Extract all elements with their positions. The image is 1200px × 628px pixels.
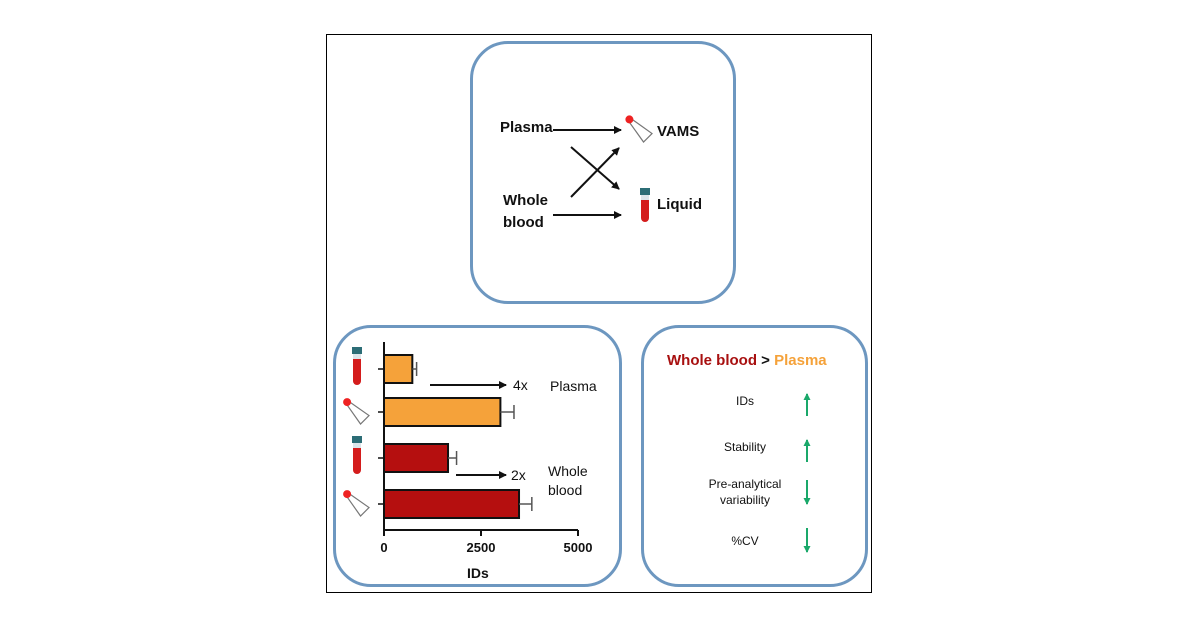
bar-whole-blood-vams	[383, 489, 521, 519]
arrow-blood-vams	[570, 147, 620, 198]
tube-icon	[640, 188, 650, 222]
error-bar-plasma-liquid	[412, 362, 418, 376]
sample-flow-panel: Plasma Whole blood VAMS Liquid	[470, 41, 736, 304]
vams-icon	[343, 490, 370, 517]
flow-arrows	[553, 115, 653, 222]
liquid-dest-label: Liquid	[657, 196, 702, 213]
bar-plasma-liquid	[383, 354, 414, 384]
fold-label-plasma: 4x	[513, 377, 528, 393]
plasma-source-label: Plasma	[500, 119, 553, 136]
error-bar-whole-blood-vams	[519, 497, 533, 511]
fold-label-whole-blood: 2x	[511, 467, 526, 483]
trend-arrows	[803, 393, 811, 553]
summary-item-ids: IDs	[736, 394, 754, 408]
bar-plasma-vams	[383, 397, 502, 427]
group-label-plasma: Plasma	[550, 378, 597, 394]
graphical-abstract: Plasma Whole blood VAMS Liquid 0 2500 5000…	[326, 34, 872, 593]
vams-dest-label: VAMS	[657, 123, 700, 140]
summary-panel: Whole blood > Plasma IDs Stability Pre-a…	[641, 325, 868, 587]
group-label-whole-blood: Whole blood	[548, 463, 588, 498]
error-bar-plasma-vams	[500, 405, 515, 419]
summary-item-stability: Stability	[723, 440, 767, 454]
arrow-plasma-liquid	[570, 146, 620, 190]
tube-icon	[352, 436, 362, 474]
whole-blood-source-label: Whole blood	[503, 192, 548, 231]
x-tick-label: 0	[380, 540, 387, 555]
ids-bar-chart: 0 2500 5000	[343, 342, 593, 555]
ids-chart-panel: 0 2500 5000 4x 2x Plasma Whole blood IDs	[333, 325, 622, 587]
x-tick-label: 2500	[467, 540, 496, 555]
tube-icon	[352, 347, 362, 385]
summary-item-variability: Pre-analytical variability	[708, 477, 782, 507]
bar-whole-blood-liquid	[383, 443, 450, 473]
x-tick-label: 5000	[564, 540, 593, 555]
heading-plasma: Plasma	[774, 352, 827, 369]
x-axis-label: IDs	[467, 565, 489, 581]
vams-icon	[343, 398, 370, 425]
summary-heading: Whole blood > Plasma	[667, 352, 827, 369]
vams-icon	[625, 115, 653, 143]
error-bar-whole-blood-liquid	[448, 451, 458, 465]
summary-item-cv: %CV	[731, 534, 759, 548]
heading-separator: >	[761, 352, 770, 369]
heading-whole-blood: Whole blood	[667, 352, 757, 369]
